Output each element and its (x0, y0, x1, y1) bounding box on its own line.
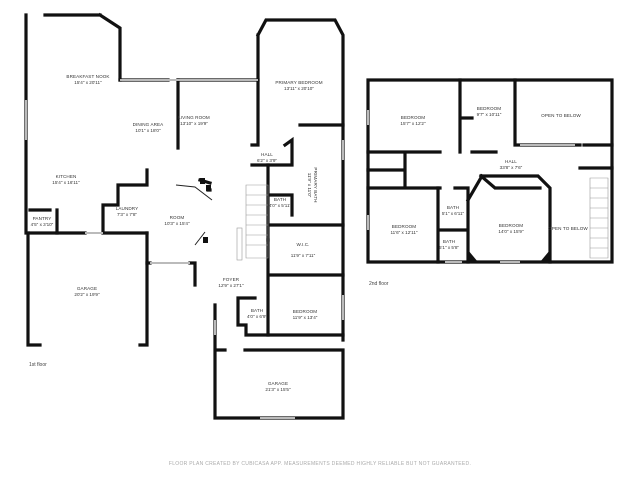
room-dims: 20'2" x 19'9" (74, 292, 100, 297)
second-floor-walls (366, 78, 614, 264)
second-floor-stairs (589, 177, 609, 259)
room-name: HALL (261, 152, 273, 157)
room-name: OPEN TO BELOW (548, 226, 588, 231)
room-dims: 10'1" x 18'0" (135, 128, 161, 133)
room-dims: 15'4" x 16'11" (52, 180, 80, 185)
room-name: ROOM (170, 215, 185, 220)
room-name: BATH (251, 308, 263, 313)
room-name: BATH (447, 205, 459, 210)
room-name: FOYER (223, 277, 240, 282)
room-name: BEDROOM (392, 224, 417, 229)
room-dims: 13'11" x 20'10" (284, 86, 314, 91)
room-dims: 4'0" x 6'9" (247, 314, 267, 319)
room-dims: 15'7" x 12'2" (400, 121, 426, 126)
room-name: PRIMARY BEDROOM (275, 80, 322, 85)
room-name: LIVING ROOM (178, 115, 210, 120)
room-name: PANTRY (33, 216, 52, 221)
first-floor-room-labels: BREAKFAST NOOK 15'4" x 20'11" DINING ARE… (31, 74, 323, 392)
room-name: OPEN TO BELOW (541, 113, 581, 118)
first-floor-windows (25, 79, 344, 419)
room-dims: 13'10" x 19'9" (180, 121, 208, 126)
room-dims: 11'9" x 7'11" (291, 253, 316, 258)
first-floor-label: 1st floor (29, 362, 47, 368)
room-name: BEDROOM (499, 223, 524, 228)
second-floor-room-labels: BEDROOM 15'7" x 12'2" BEDROOM 9'7" x 10'… (390, 106, 588, 250)
room-dims: 15'4" x 20'11" (74, 80, 102, 85)
room-name: DINING AREA (133, 122, 165, 127)
room-dims: 33'8" x 7'6" (500, 165, 523, 170)
room-dims: 4'5" x 3'10" (31, 222, 54, 227)
room-name: GARAGE (268, 381, 288, 386)
room-name: KITCHEN (56, 174, 77, 179)
room-name: BATH (274, 197, 286, 202)
room-dims: 9'7" x 10'11" (477, 112, 502, 117)
footer-disclaimer: FLOOR PLAN CREATED BY CUBICASA APP. MEAS… (169, 461, 471, 467)
room-dims: 14'0" x 15'9" (498, 229, 524, 234)
room-name: GARAGE (77, 286, 97, 291)
room-name: BEDROOM (477, 106, 502, 111)
second-floor-windows (367, 110, 575, 263)
room-dims: 21'3" x 15'5" (265, 387, 291, 392)
room-name: LAUNDRY (116, 206, 139, 211)
room-dims: 6'2" x 3'9" (257, 158, 277, 163)
room-dims: 11'9" x 13'4" (293, 315, 318, 320)
room-name: W.I.C. (296, 242, 309, 247)
room-name: BEDROOM (401, 115, 426, 120)
room-dims: 7'3" x 7'8" (117, 212, 137, 217)
room-dims: 4'0" x 5'11" (269, 203, 292, 208)
second-floor-label: 2nd floor (369, 281, 389, 287)
room-name: BREAKFAST NOOK (66, 74, 110, 79)
room-dims: 10'3" x 15'4" (164, 221, 190, 226)
first-floor-stairs (236, 184, 269, 261)
room-dims: 11'6" x 12'11" (390, 230, 417, 235)
room-name: PRIMARY BATH (313, 167, 318, 202)
room-dims: 5'1" x 5'8" (439, 245, 459, 250)
first-floor-walls (24, 12, 345, 420)
room-name: HALL (505, 159, 517, 164)
room-dims: 12'9" x 27'1" (218, 283, 244, 288)
room-dims: 11'9" x 11'0" (307, 173, 312, 198)
room-name: BEDROOM (293, 309, 318, 314)
room-name: BATH (443, 239, 455, 244)
room-dims: 5'1" x 6'11" (442, 211, 465, 216)
